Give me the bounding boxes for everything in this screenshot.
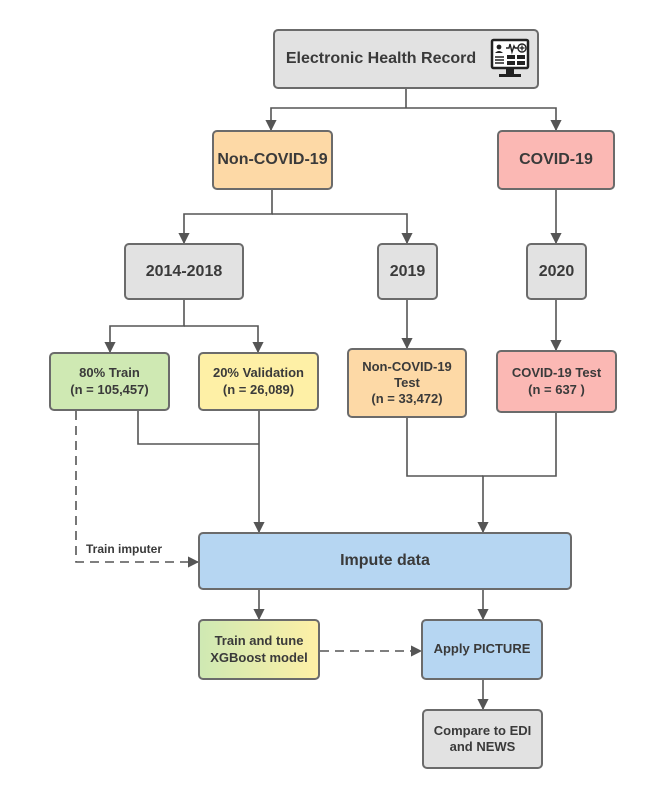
validation-split-line1: 20% Validation [212, 365, 305, 381]
non-covid-label: Non-COVID-19 [217, 151, 328, 168]
train-split-line1: 80% Train [79, 365, 140, 381]
ehr-node-label: Electronic Health Record [285, 50, 477, 67]
monitor-health-record-icon [490, 38, 530, 77]
non-covid-test-line1: Non-COVID-19 [362, 358, 452, 374]
train-tune-model-node: Train and tune XGBoost model [198, 619, 320, 680]
covid-node: COVID-19 [497, 130, 615, 190]
validation-split-line2: (n = 26,089) [222, 381, 295, 397]
apply-picture-node: Apply PICTURE [421, 619, 543, 680]
apply-picture-label: Apply PICTURE [433, 641, 531, 657]
covid-test-line2: (n = 637 ) [528, 381, 585, 397]
year-2020-label: 2020 [538, 262, 575, 280]
connector-2014-2018-to-validation [184, 325, 264, 354]
train-imputer-label: Train imputer [86, 542, 163, 556]
compare-line1: Compare to EDI [433, 722, 532, 738]
impute-data-label: Impute data [340, 552, 430, 569]
connector-train-imputer-dashed [75, 411, 200, 568]
train-tune-line2: XGBoost model [210, 649, 308, 665]
compare-node: Compare to EDI and NEWS [422, 709, 543, 769]
covid-test-node: COVID-19 Test (n = 637 ) [496, 350, 617, 413]
year-2020-node: 2020 [526, 243, 587, 300]
connector-test-to-impute [406, 418, 483, 477]
years-2014-2018-label: 2014-2018 [145, 262, 223, 280]
impute-data-node: Impute data [198, 532, 572, 590]
compare-line2: and NEWS [449, 739, 516, 754]
connector-ehr-to-covid [406, 107, 562, 132]
train-tune-line1: Train and tune [214, 633, 304, 649]
year-2019-label: 2019 [389, 262, 426, 280]
train-split-line2: (n = 105,457) [70, 381, 149, 397]
connector-covid-test-to-impute [477, 413, 557, 534]
validation-split-node: 20% Validation (n = 26,089) [198, 352, 319, 411]
non-covid-test-line3: (n = 33,472) [371, 391, 443, 407]
years-2014-2018-node: 2014-2018 [124, 243, 244, 300]
year-2019-node: 2019 [377, 243, 438, 300]
connector-ehr-to-non-covid [271, 89, 407, 130]
non-covid-test-node: Non-COVID-19 Test (n = 33,472) [347, 348, 467, 418]
connector-2014-2018-to-train [104, 300, 185, 354]
train-split-node: 80% Train (n = 105,457) [49, 352, 170, 411]
connector-train-to-impute [137, 411, 259, 445]
non-covid-test-line2: Test [394, 374, 420, 390]
non-covid-node: Non-COVID-19 [212, 130, 333, 190]
connector-non-covid-to-2019 [272, 213, 413, 245]
connector-non-covid-to-2014-2018 [178, 190, 273, 245]
covid-test-line1: COVID-19 Test [511, 365, 602, 381]
covid-label: COVID-19 [519, 151, 593, 168]
